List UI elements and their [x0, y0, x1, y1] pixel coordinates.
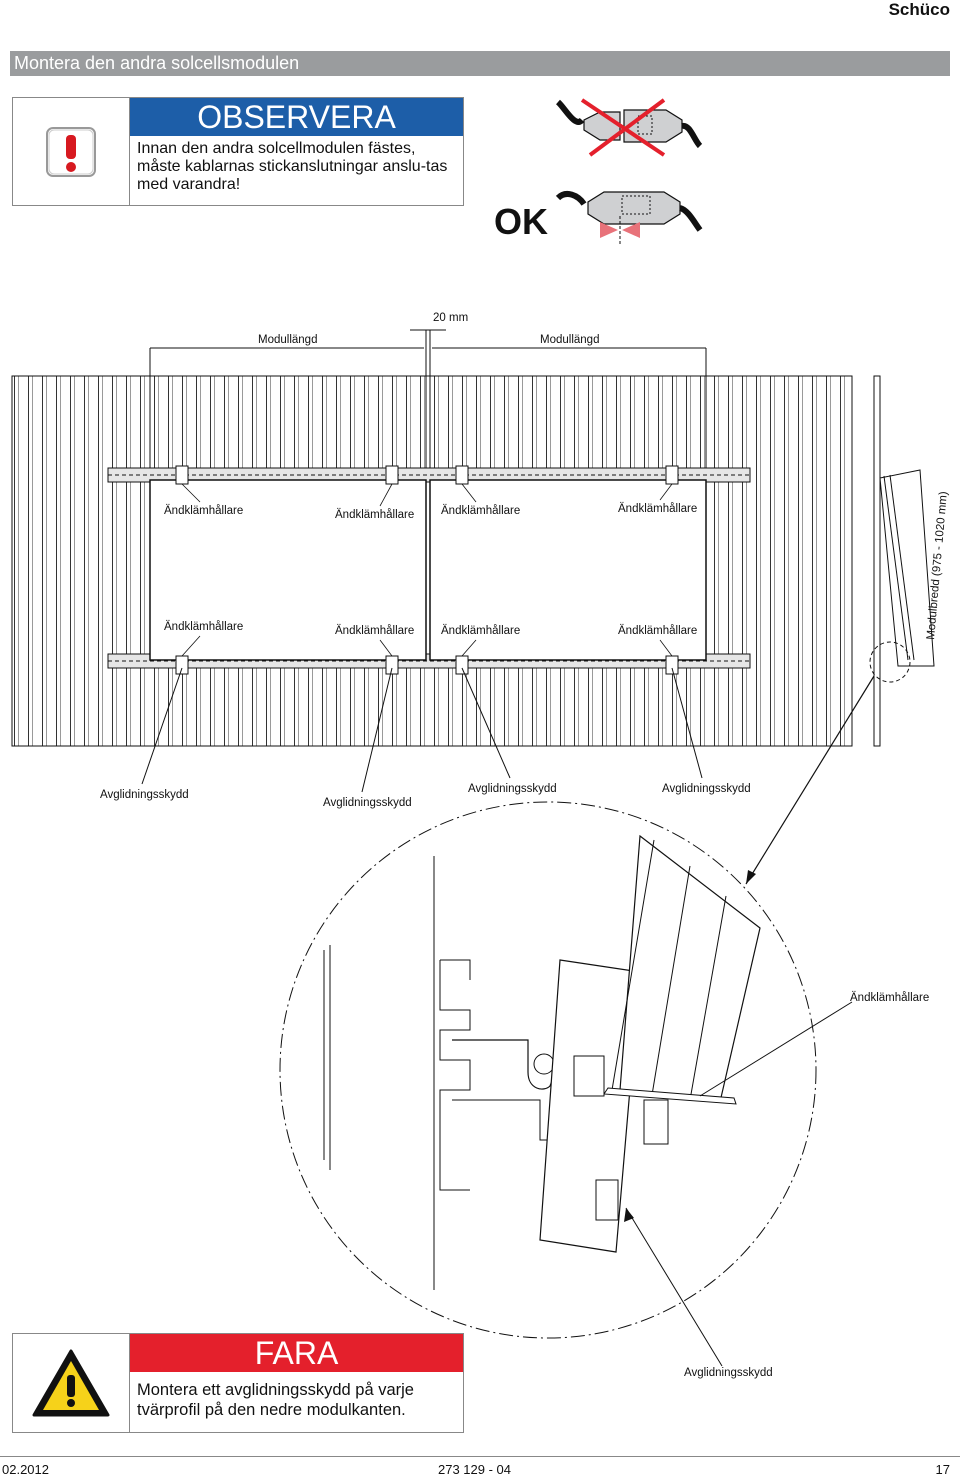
- fara-notice: FARA Montera ett avglidningsskydd på var…: [12, 1333, 464, 1433]
- end-clamp-label-top-1: Ändklämhållare: [164, 505, 243, 517]
- slide-guard-label-3: Avglidningsskydd: [468, 783, 557, 795]
- side-section: [745, 375, 935, 885]
- fara-text-line-1: Montera ett avglidningsskydd på varje: [137, 1381, 414, 1399]
- solar-module-2: [429, 479, 707, 661]
- footer-page-number: 17: [935, 1462, 950, 1477]
- fara-text-line-2: tvärprofil på den nedre modulkanten.: [137, 1401, 406, 1419]
- module-width-label: Modulbredd (975 - 1020 mm): [925, 491, 950, 641]
- slide-guard-label-1: Avglidningsskydd: [100, 789, 189, 801]
- footer-doc-number: 273 129 - 04: [438, 1462, 512, 1477]
- slide-guard-label-4: Avglidningsskydd: [662, 783, 751, 795]
- end-clamp-label-bottom-1: Ändklämhållare: [164, 621, 243, 633]
- connector-ok: [555, 191, 703, 245]
- end-clamp-label-bottom-4: Ändklämhållare: [618, 625, 697, 637]
- module-length-label-1: Modullängd: [258, 334, 317, 346]
- fara-title: FARA: [130, 1334, 463, 1372]
- solar-module-1: [149, 479, 427, 661]
- end-clamp-label-bottom-3: Ändklämhållare: [441, 625, 520, 637]
- ok-label: OK: [494, 201, 548, 242]
- end-clamp-label-top-3: Ändklämhållare: [441, 505, 520, 517]
- exclamation-icon: [46, 126, 96, 177]
- clamp-leaders: [181, 483, 673, 657]
- detail-end-clamp-label: Ändklämhållare: [850, 992, 929, 1004]
- detail-slide-guard-label: Avglidningsskydd: [684, 1367, 773, 1379]
- observera-notice: OBSERVERA Innan den andra solcellmodulen…: [12, 97, 464, 206]
- observera-text: Innan den andra solcellmodulen fästes, m…: [137, 140, 448, 193]
- notice-icon-cell: [13, 98, 130, 205]
- section-title: Montera den andra solcellsmodulen: [10, 51, 950, 76]
- warning-triangle-icon: [32, 1349, 110, 1417]
- module-length-label-2: Modullängd: [540, 334, 599, 346]
- fara-text: Montera ett avglidningsskydd på varje tv…: [137, 1380, 457, 1420]
- footer-divider: [0, 1456, 960, 1457]
- notice-icon-cell: [13, 1334, 130, 1432]
- footer-date: 02.2012: [2, 1462, 49, 1477]
- connector-wrong: [555, 98, 703, 157]
- end-clamp-label-bottom-2: Ändklämhållare: [335, 625, 414, 637]
- detail-view: [279, 801, 853, 1367]
- slide-guard-leaders: [141, 667, 703, 793]
- observera-title: OBSERVERA: [130, 98, 463, 136]
- dim-gap-label: 20 mm: [433, 312, 468, 324]
- slide-guard-label-2: Avglidningsskydd: [323, 797, 412, 809]
- end-clamp-label-top-2: Ändklämhållare: [335, 509, 414, 521]
- end-clamp-label-top-4: Ändklämhållare: [618, 503, 697, 515]
- brand-logo: Schüco: [888, 0, 950, 19]
